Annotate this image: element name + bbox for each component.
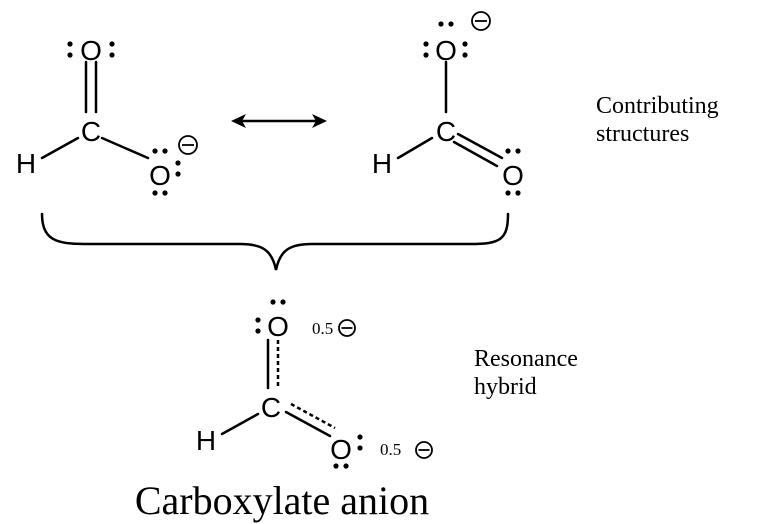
- right-hydrogen: H: [372, 148, 392, 179]
- hybrid-co-solid-bond: [284, 410, 332, 438]
- right-co-double-bond-b: [452, 140, 499, 168]
- left-ch-bond: [40, 136, 80, 160]
- lone-pair-dot: [175, 160, 181, 166]
- negative-charge-icon: [178, 135, 198, 155]
- left-hydrogen: H: [16, 148, 36, 179]
- lone-pair-dot: [109, 41, 115, 47]
- negative-charge-icon: [415, 441, 433, 459]
- lone-pair-dot: [162, 148, 168, 154]
- lone-pair-dot: [270, 299, 276, 305]
- contributing-label-line2: structures: [596, 121, 689, 147]
- hybrid-structure: O 0.5 C H O 0.5: [196, 299, 433, 469]
- left-structure: O C H O: [16, 35, 198, 196]
- lone-pair-dot: [505, 190, 511, 196]
- hybrid-hydrogen: H: [196, 425, 216, 456]
- negative-charge-icon: [338, 319, 356, 337]
- negative-charge-icon: [471, 11, 491, 31]
- right-bottom-oxygen: O: [502, 160, 524, 191]
- lone-pair-dot: [515, 148, 521, 154]
- contributing-label-line1: Contributing: [596, 93, 719, 119]
- left-right-oxygen: O: [149, 160, 171, 191]
- lone-pair-dot: [152, 148, 158, 154]
- left-carbon: C: [81, 116, 101, 147]
- right-top-oxygen: O: [435, 35, 457, 66]
- lone-pair-dot: [423, 41, 429, 47]
- right-ch-bond: [396, 136, 434, 160]
- right-co-double-bond-a: [456, 132, 504, 160]
- lone-pair-dot: [67, 52, 73, 58]
- lone-pair-dot: [462, 41, 468, 47]
- right-carbon: C: [436, 116, 456, 147]
- lone-pair-dot: [280, 299, 286, 305]
- lone-pair-dot: [343, 463, 349, 469]
- hybrid-carbon: C: [261, 392, 281, 423]
- curly-brace-icon: [40, 212, 510, 271]
- lone-pair-dot: [152, 190, 158, 196]
- resonance-label-line1: Resonance: [474, 346, 578, 372]
- lone-pair-dot: [175, 171, 181, 177]
- lone-pair-dot: [462, 52, 468, 58]
- lone-pair-dot: [515, 190, 521, 196]
- lone-pair-dot: [438, 21, 444, 27]
- partial-charge-top: 0.5: [312, 319, 333, 338]
- lone-pair-dot: [255, 328, 261, 334]
- lone-pair-dot: [423, 52, 429, 58]
- resonance-label-line2: hybrid: [474, 374, 537, 400]
- lone-pair-dot: [357, 445, 363, 451]
- partial-charge-bottom: 0.5: [380, 440, 401, 459]
- lone-pair-dot: [162, 190, 168, 196]
- double-headed-arrow-icon: [231, 114, 327, 128]
- lone-pair-dot: [448, 21, 454, 27]
- left-top-oxygen: O: [80, 35, 102, 66]
- lone-pair-dot: [67, 41, 73, 47]
- lone-pair-dot: [333, 463, 339, 469]
- hybrid-top-oxygen: O: [267, 311, 289, 342]
- hybrid-right-oxygen: O: [330, 434, 352, 465]
- lone-pair-dot: [255, 317, 261, 323]
- left-co-single-bond: [100, 136, 150, 160]
- lone-pair-dot: [505, 148, 511, 154]
- hybrid-co-dashed-bond: [290, 402, 336, 430]
- lone-pair-dot: [109, 52, 115, 58]
- right-structure: O C H O: [372, 11, 524, 196]
- lone-pair-dot: [357, 434, 363, 440]
- hybrid-ch-bond: [220, 412, 260, 436]
- diagram-title: Carboxylate anion: [135, 478, 429, 523]
